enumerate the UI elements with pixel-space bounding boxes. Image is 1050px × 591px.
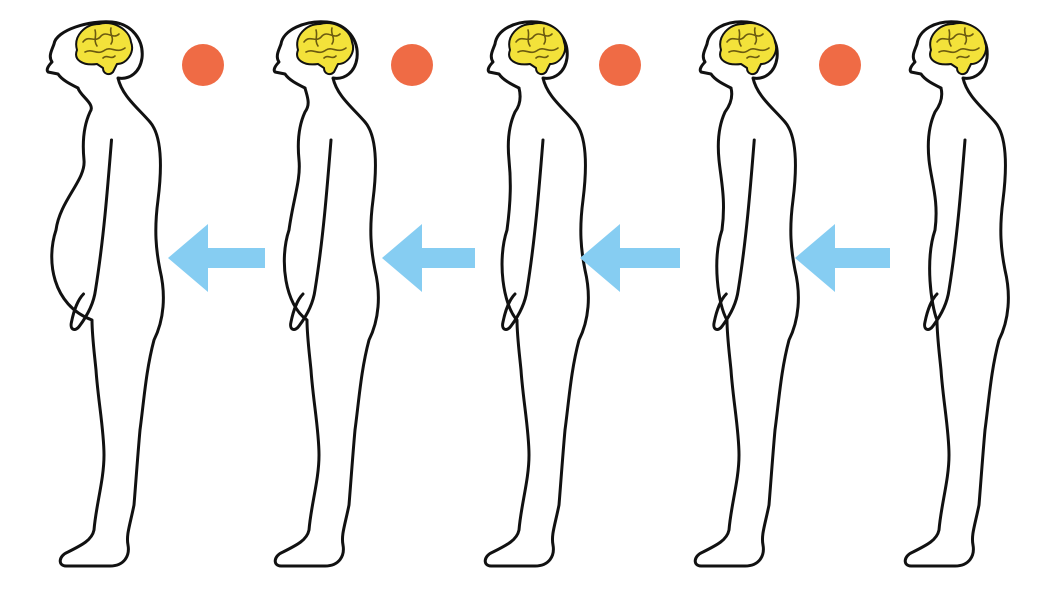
brain-shape [508,22,566,76]
brain-shape [929,22,987,76]
body-outline [273,76,380,568]
dot-icon-1 [182,44,224,86]
brain-icon [75,22,133,76]
brain-folds [726,27,770,59]
arm-outline [923,138,967,331]
brain-folds [936,27,980,59]
human-figure-3 [483,20,590,568]
brain-icon [929,22,987,76]
brain-folds [82,27,126,59]
arm-outline [712,138,756,331]
arrow-left-icon-1 [168,224,265,292]
arm-outline [501,138,545,331]
human-figure-4 [693,20,800,568]
human-figure-5 [903,20,1010,568]
dot-icon-4 [819,44,861,86]
dot-icon-2 [391,44,433,86]
brain-icon [296,22,354,76]
arrow-left-icon-4 [795,224,890,292]
body-outline [693,76,800,568]
brain-shape [296,22,354,76]
brain-shape [719,22,777,76]
brain-shape [75,22,133,76]
human-figure-1 [45,20,165,568]
human-figure-2 [272,20,380,568]
arm-outline [289,138,333,331]
body-outline [483,76,590,568]
brain-folds [515,27,559,59]
arm-outline [69,138,113,331]
brain-folds [303,27,347,59]
brain-icon [508,22,566,76]
body-outline [903,76,1010,568]
body-outline [50,76,165,568]
arrow-left-icon-2 [382,224,475,292]
brain-icon [719,22,777,76]
dot-icon-3 [599,44,641,86]
arrow-left-icon-3 [580,224,680,292]
